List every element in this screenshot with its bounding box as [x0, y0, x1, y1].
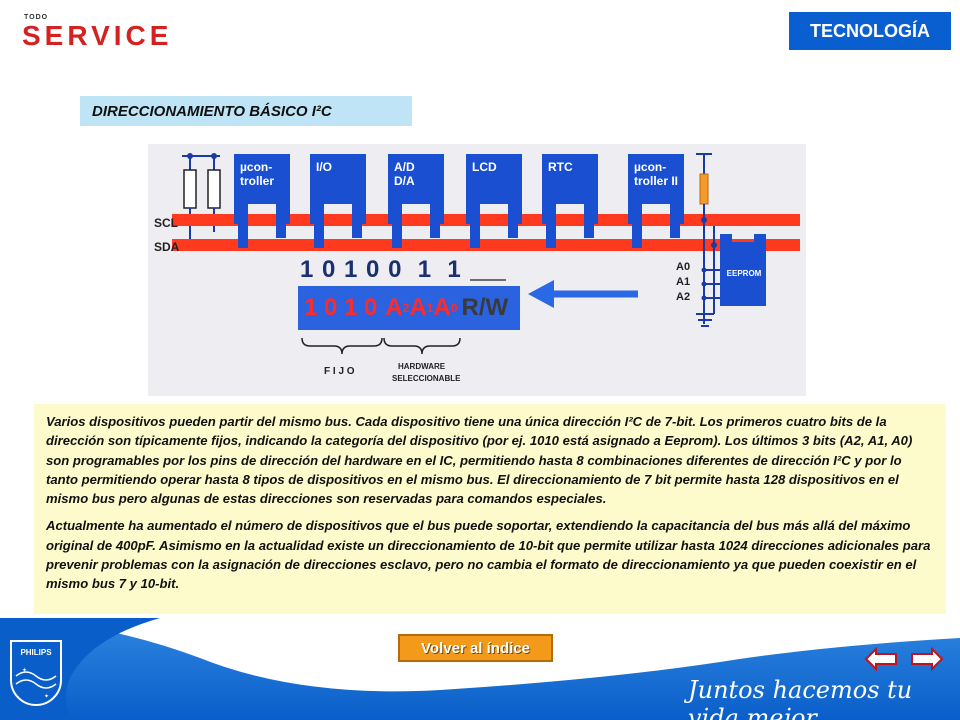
- device-block: [628, 154, 684, 248]
- philips-waves-icon: ✦ ✦: [15, 667, 57, 700]
- eeprom-pin-a0: A0: [676, 261, 691, 273]
- address-a0: A: [433, 294, 451, 321]
- address-a0-sub: 0: [450, 301, 458, 315]
- device-block: [388, 154, 444, 248]
- device-label-line1: I/O: [316, 160, 333, 174]
- address-a1-sub: 1: [426, 301, 434, 315]
- service-logo: TODO SERVICE: [22, 14, 182, 51]
- arrow-left-icon: [528, 280, 554, 308]
- device-label: LCD: [472, 160, 520, 174]
- eeprom-pin-a2: A2: [676, 291, 691, 303]
- back-to-index-button[interactable]: Volver al índice: [398, 634, 553, 662]
- nav-arrows: [864, 646, 944, 672]
- nav-arrows-svg: [864, 646, 944, 672]
- eeprom-pin-a1: A1: [676, 276, 691, 288]
- description-paragraph-1: Varios dispositivos pueden partir del mi…: [46, 414, 913, 507]
- hardware-brace: [383, 337, 461, 355]
- device-label-line1: A/D: [394, 160, 415, 174]
- fixed-label: F I J O: [324, 366, 355, 377]
- device-label: I/O: [316, 160, 364, 174]
- address-fixed-bits: 1 0 1 0: [304, 294, 378, 321]
- device-label: RTC: [548, 160, 596, 174]
- device-label-line2: D/A: [394, 174, 415, 188]
- device-block: [542, 154, 598, 248]
- description-box: Varios dispositivos pueden partir del mi…: [34, 404, 946, 614]
- device-label-line1: RTC: [548, 160, 573, 174]
- device-label: µcon-troller: [240, 160, 288, 188]
- address-a2: A: [385, 294, 403, 321]
- address-bits: 1 0 1 0 0 1 1: [300, 256, 462, 283]
- sda-bus-line: [172, 239, 800, 251]
- category-badge: TECNOLOGÍA: [789, 12, 951, 50]
- device-label-line1: µcon-: [634, 160, 667, 174]
- svg-text:✦: ✦: [22, 667, 27, 674]
- i2c-diagram-svg: [172, 153, 800, 355]
- device-label: µcon-troller II: [634, 160, 682, 188]
- eeprom-chip: [720, 234, 766, 306]
- device-label-line1: LCD: [472, 160, 497, 174]
- eeprom-label: EEPROM: [726, 269, 762, 278]
- fixed-brace: [301, 337, 383, 355]
- section-title: DIRECCIONAMIENTO BÁSICO I²C: [80, 96, 412, 126]
- arrow-left-icon[interactable]: [864, 646, 897, 672]
- device-block: [234, 154, 290, 248]
- philips-shield: PHILIPS ✦ ✦: [10, 640, 62, 706]
- logo-todo-text: TODO: [24, 14, 49, 21]
- footer-slogan: Juntos hacemos tu vida mejor: [688, 676, 913, 720]
- scl-bus-line: [172, 214, 800, 226]
- philips-brand-text: PHILIPS: [20, 648, 52, 657]
- logo-service-text: SERVICE: [22, 20, 173, 51]
- address-rw: R/W: [461, 294, 509, 321]
- address-a1: A: [409, 294, 427, 321]
- address-a2-sub: 2: [402, 301, 410, 315]
- device-label-line2: troller II: [634, 174, 679, 188]
- svg-text:✦: ✦: [44, 693, 49, 700]
- device-block: [310, 154, 366, 248]
- device-block: [466, 154, 522, 248]
- selectable-label: SELECCIONABLE: [392, 374, 461, 383]
- scl-label: SCL: [154, 216, 178, 230]
- device-label-line1: µcon-: [240, 160, 273, 174]
- arrow-right-icon[interactable]: [911, 646, 944, 672]
- address-box-bg: [298, 286, 520, 330]
- hardware-label: HARDWARE: [398, 362, 446, 371]
- description-paragraph-2: Actualmente ha aumentado el número de di…: [46, 518, 931, 592]
- sda-label: SDA: [154, 240, 180, 254]
- device-label-line2: troller: [240, 174, 275, 188]
